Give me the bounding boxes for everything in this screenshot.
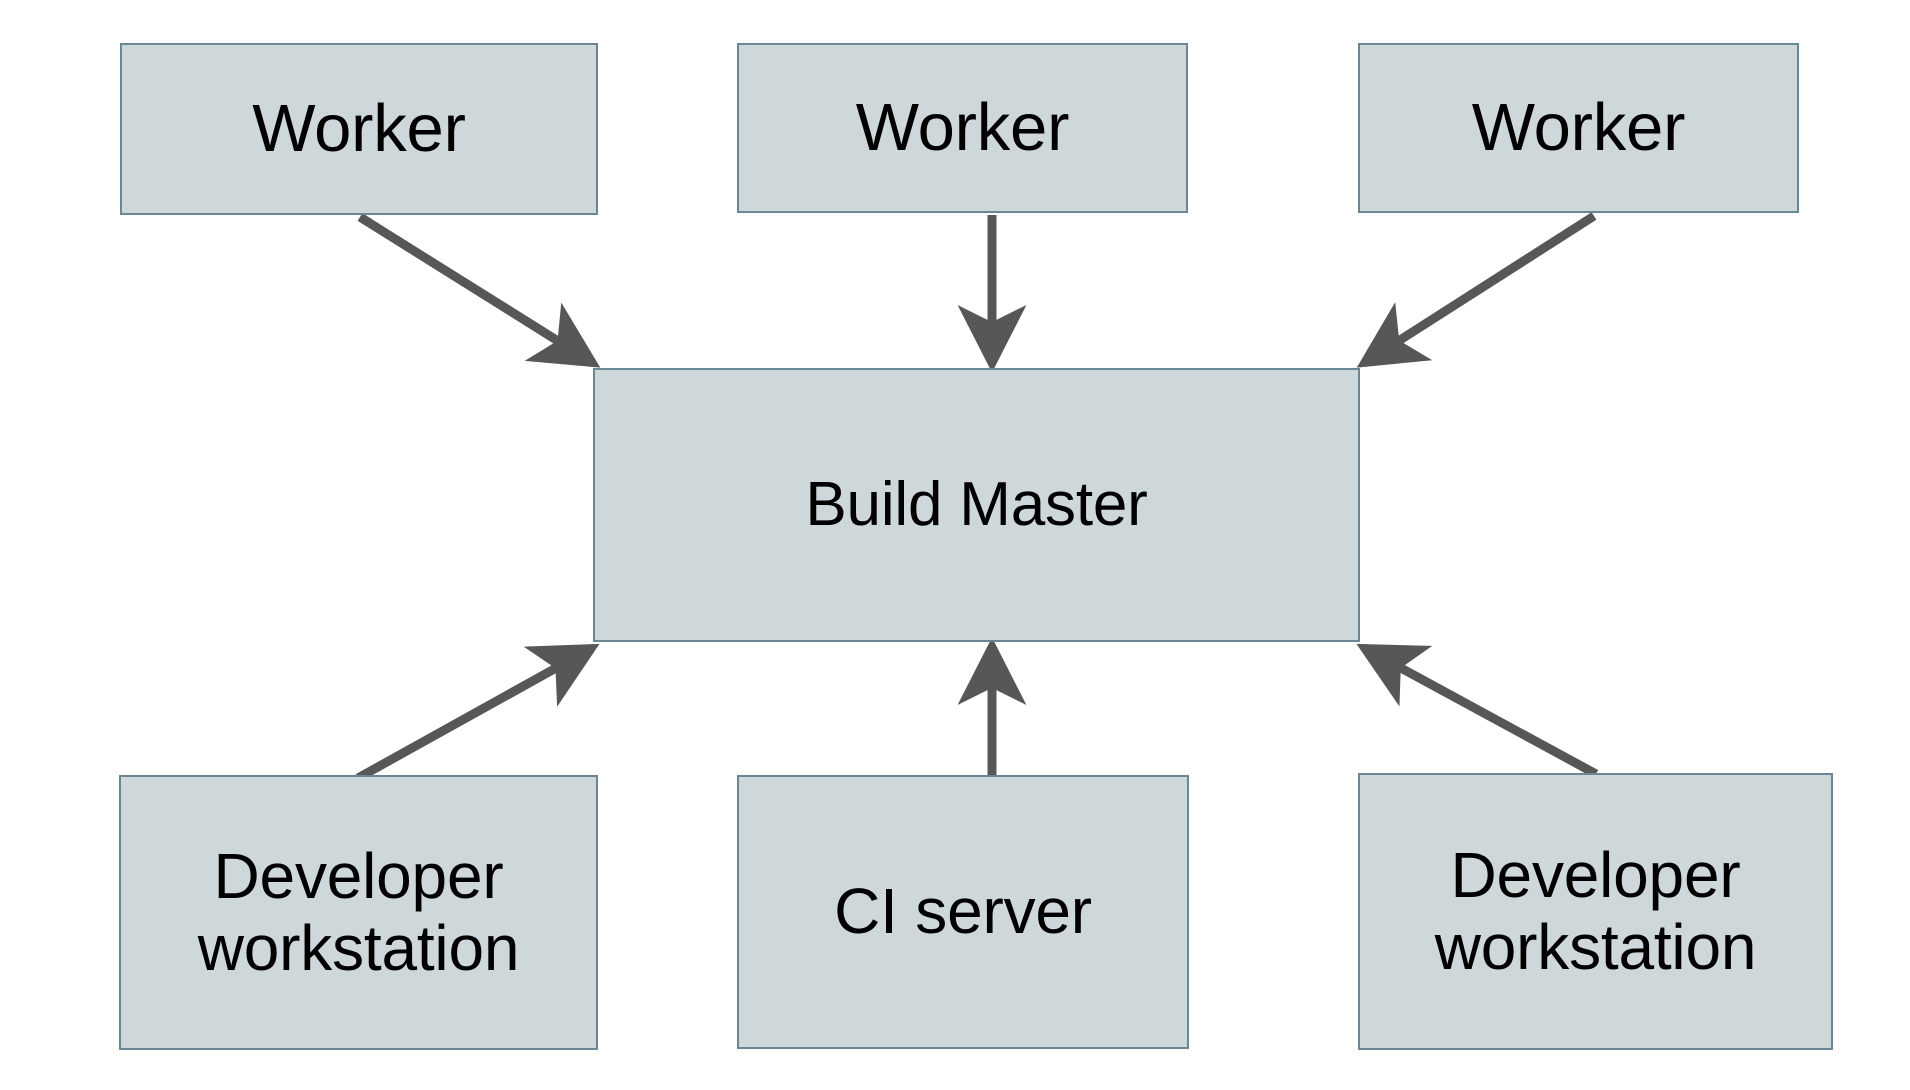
edge-dev-workstation-left-to-build-master [355,643,600,782]
node-worker-1[interactable]: Worker [120,43,598,215]
node-label-dev-workstation-right: Developer workstation [1434,838,1757,983]
node-label-worker-3: Worker [1471,90,1686,166]
edge-worker-3-to-build-master [1356,212,1597,368]
node-dev-workstation-right[interactable]: Developer workstation [1358,773,1833,1050]
edge-worker-1-to-build-master [357,213,601,368]
node-label-worker-2: Worker [855,90,1070,166]
edge-dev-workstation-right-to-build-master [1356,643,1599,778]
node-worker-3[interactable]: Worker [1358,43,1799,213]
node-label-worker-1: Worker [252,91,466,167]
node-build-master[interactable]: Build Master [593,368,1360,642]
node-label-dev-workstation-left: Developer workstation [197,839,520,984]
node-dev-workstation-left[interactable]: Developer workstation [119,775,598,1050]
node-worker-2[interactable]: Worker [737,43,1188,213]
node-label-build-master: Build Master [805,470,1148,540]
node-ci-server[interactable]: CI server [737,775,1189,1049]
node-label-ci-server: CI server [834,875,1092,948]
